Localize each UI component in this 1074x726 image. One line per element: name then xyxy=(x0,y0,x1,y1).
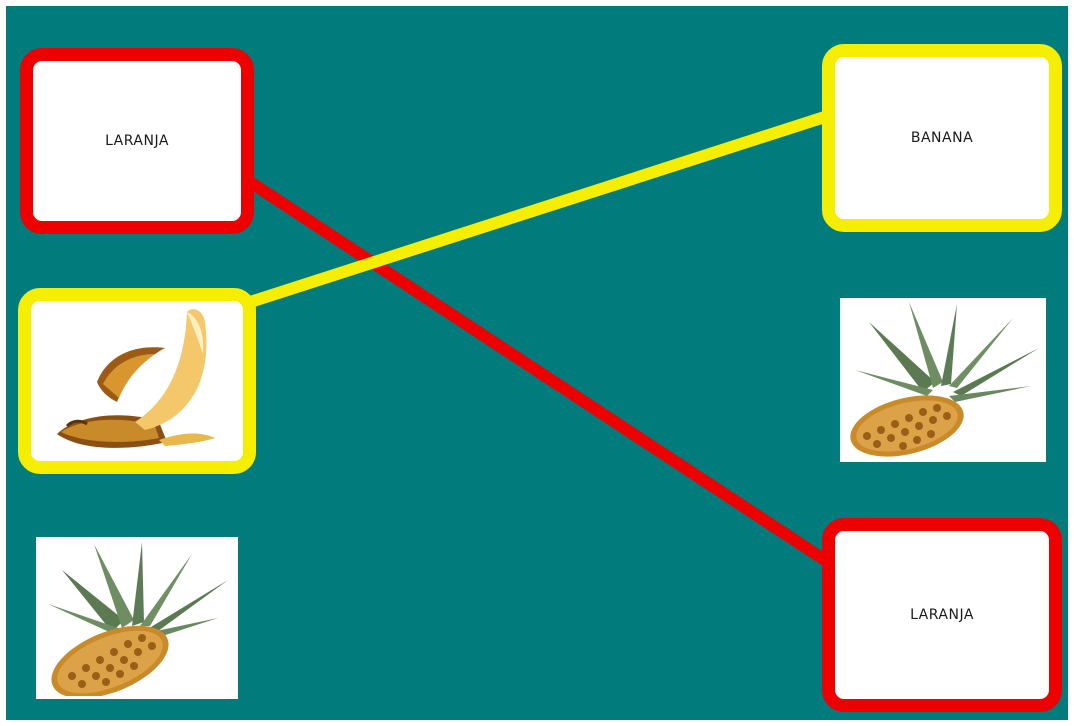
pineapple-image xyxy=(48,542,228,696)
card-right-word-banana[interactable]: BANANA xyxy=(822,44,1062,232)
pineapple-image xyxy=(850,302,1039,457)
card-word-label: BANANA xyxy=(910,130,974,146)
card-left-word-laranja[interactable]: LARANJA xyxy=(20,48,254,234)
matching-board: LARANJA xyxy=(6,6,1068,720)
banana-image xyxy=(57,309,215,448)
connection-line-red xyxy=(238,172,840,572)
card-right-picture-pineapple[interactable] xyxy=(840,298,1046,462)
card-word-label: LARANJA xyxy=(910,607,974,623)
card-left-picture-banana[interactable] xyxy=(18,288,256,474)
card-left-picture-pineapple[interactable] xyxy=(36,537,238,699)
card-word-label: LARANJA xyxy=(105,133,169,149)
connection-line-yellow xyxy=(238,108,840,310)
card-right-word-laranja[interactable]: LARANJA xyxy=(822,518,1062,712)
